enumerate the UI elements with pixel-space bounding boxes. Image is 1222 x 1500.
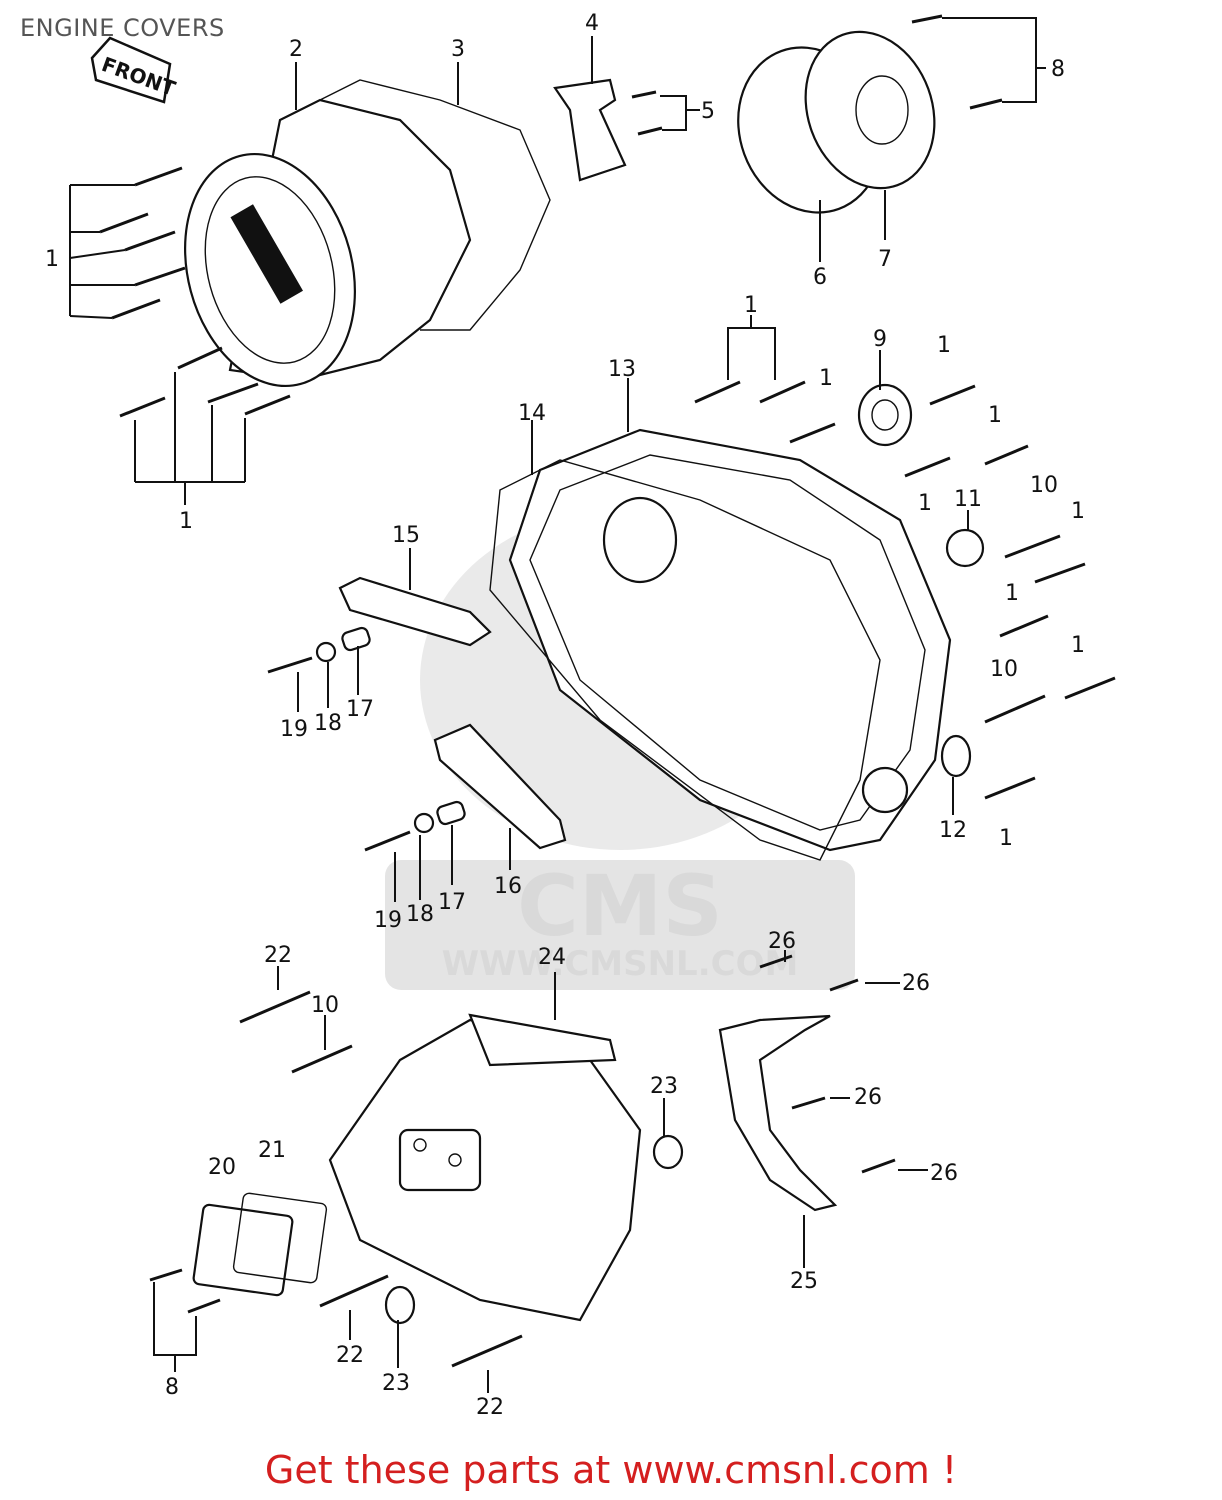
callout-1: 1 [179,509,193,534]
callout-1: 1 [918,491,932,516]
callout-1: 1 [45,247,59,272]
callout-20: 20 [208,1155,236,1180]
callout-6: 6 [813,265,827,290]
cover-plate-20 [192,1203,294,1297]
callout-22: 22 [336,1343,364,1368]
callout-26: 26 [768,929,796,954]
callout-9: 9 [873,327,887,352]
washer-18-b [413,812,435,834]
callout-19: 19 [374,908,402,933]
callout-7: 7 [878,247,892,272]
leader-lines [69,17,1046,1393]
callout-17: 17 [346,697,374,722]
front-arrow: FRONT [90,36,179,104]
sprocket-cover [328,1013,642,1322]
callout-25: 25 [790,1269,818,1294]
callout-8: 8 [165,1375,179,1400]
callout-16: 16 [494,874,522,899]
callout-21: 21 [258,1138,286,1163]
oil-seal-23-b [384,1285,416,1325]
left-engine-cover [184,98,472,388]
callout-labels: 1 1 1 1 1 1 1 1 1 1 1 2 3 4 5 6 7 8 8 9 … [45,11,1085,1420]
callout-23: 23 [382,1371,410,1396]
callout-2: 2 [289,37,303,62]
callout-1: 1 [1005,581,1019,606]
callout-4: 4 [585,11,599,36]
callout-22: 22 [476,1395,504,1420]
callout-11: 11 [954,487,982,512]
callout-17: 17 [438,890,466,915]
callout-15: 15 [392,523,420,548]
chain-guide-16 [433,723,567,850]
chain-guard [718,1014,838,1212]
oil-seal-12 [940,734,972,778]
callout-26: 26 [902,971,930,996]
cta-link[interactable]: Get these parts at www.cmsnl.com ! [264,1448,958,1492]
collar-17-a [341,626,371,652]
cover-port [861,766,909,814]
diagram-title: ENGINE COVERS [20,14,225,42]
cover-plate-hole [855,75,909,145]
washer-18-a [315,641,337,663]
gasket-21 [232,1192,328,1284]
callout-1: 1 [988,403,1002,428]
crankcase-gasket [489,459,881,861]
callout-10: 10 [990,657,1018,682]
cover-boss [602,496,678,584]
callout-5: 5 [701,99,715,124]
callout-13: 13 [608,357,636,382]
callout-24: 24 [538,945,566,970]
callout-1: 1 [999,826,1013,851]
bolts [99,14,1116,1368]
exploded-view: CMS WWW.CMSNL.COM FRONT [45,11,1116,1420]
bracket [553,78,627,182]
callout-19: 19 [280,717,308,742]
watermark-logo: CMS [517,857,723,955]
callout-1: 1 [937,333,951,358]
oil-seal-9 [857,383,913,447]
plug-11 [945,528,985,568]
callout-10: 10 [311,993,339,1018]
cover-plate [804,30,936,190]
callout-1: 1 [744,293,758,318]
callout-18: 18 [314,711,342,736]
callout-3: 3 [451,37,465,62]
callout-26: 26 [854,1085,882,1110]
callout-18: 18 [406,902,434,927]
callout-26: 26 [930,1161,958,1186]
callout-10: 10 [1030,473,1058,498]
callout-8: 8 [1051,57,1065,82]
callout-1: 1 [1071,633,1085,658]
oil-seal-23-a [652,1134,684,1170]
callout-22: 22 [264,943,292,968]
callout-1: 1 [1071,499,1085,524]
watermark-url: WWW.CMSNL.COM [442,944,799,984]
right-crankcase-cover [508,428,952,852]
chain-guide-15 [338,576,492,647]
callout-14: 14 [518,401,546,426]
callout-12: 12 [939,818,967,843]
callout-1: 1 [819,366,833,391]
callout-23: 23 [650,1074,678,1099]
collar-17-b [436,800,466,826]
cover-gasket [319,79,551,331]
